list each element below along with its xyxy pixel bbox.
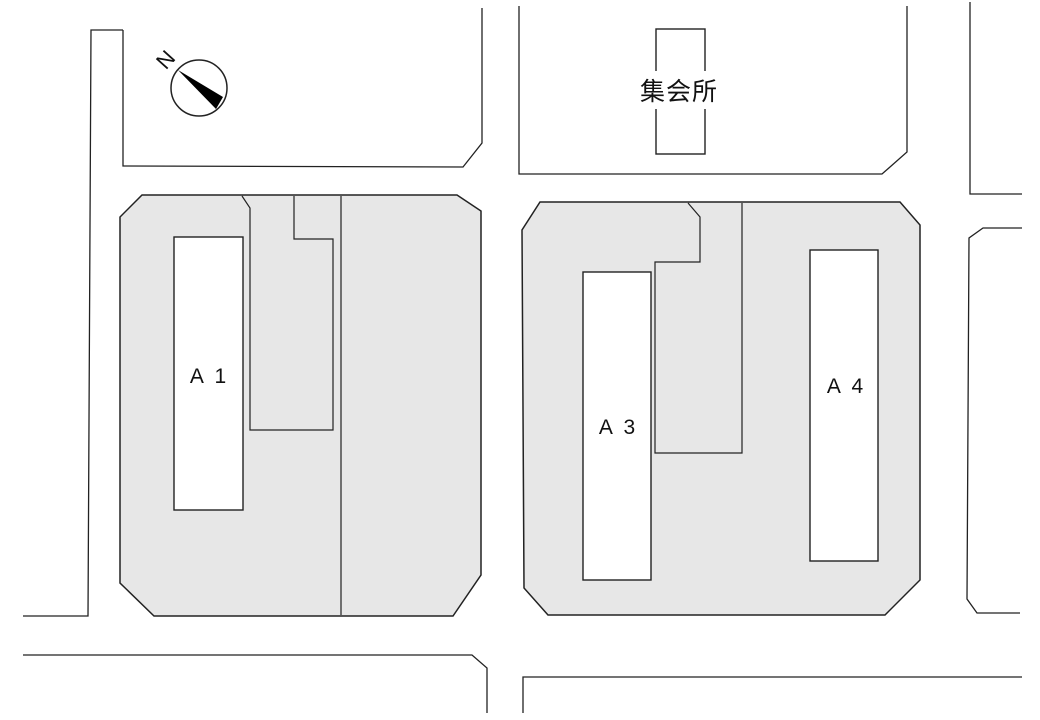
lot-boundary-west-step xyxy=(241,195,334,431)
meeting-hall-label: 集会所 xyxy=(636,71,722,109)
north-compass-icon xyxy=(170,59,228,117)
road-outline-east-block xyxy=(966,227,1022,614)
building-a1-label: A 1 xyxy=(189,365,230,388)
road-outline-meeting-hall-block xyxy=(518,6,908,175)
road-outline-northwest-block xyxy=(122,8,483,168)
road-outline-south xyxy=(23,654,488,713)
building-a4-label: A 4 xyxy=(826,375,867,398)
building-a4 xyxy=(809,249,879,562)
road-outline-south-branch xyxy=(522,676,1022,713)
road-outline-northeast-block xyxy=(969,2,1022,195)
road-outline-west xyxy=(23,29,123,617)
compass-needle xyxy=(178,70,223,109)
road-lines xyxy=(23,2,1022,713)
lot-boundary-east-step xyxy=(654,202,743,454)
compass-circle xyxy=(170,59,228,117)
building-a3 xyxy=(582,271,652,581)
building-a3-label: A 3 xyxy=(598,416,639,439)
lot-boundaries xyxy=(241,195,743,615)
building-a1 xyxy=(173,236,244,511)
